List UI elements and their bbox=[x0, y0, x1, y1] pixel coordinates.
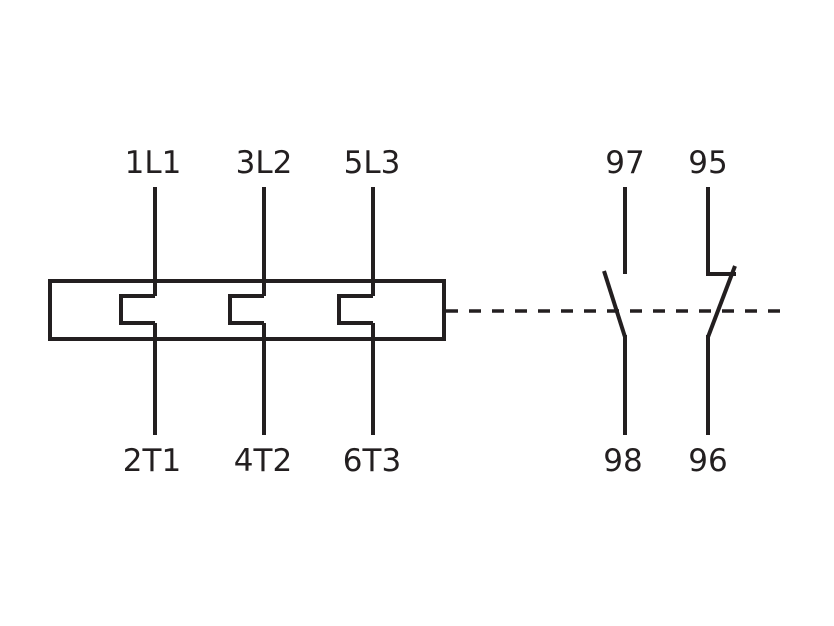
nc-contact-blade bbox=[706, 265, 737, 338]
pole-3-thermal-element bbox=[337, 294, 373, 325]
terminal-label-6T3: 6T3 bbox=[343, 443, 401, 479]
pole-2-thermal-element bbox=[228, 294, 264, 325]
pole-1-thermal-element bbox=[119, 294, 155, 325]
terminal-label-5L3: 5L3 bbox=[344, 145, 401, 181]
terminal-label-1L1: 1L1 bbox=[125, 145, 182, 181]
pole-3 bbox=[337, 187, 375, 435]
terminal-label-97: 97 bbox=[605, 145, 644, 181]
terminal-label-4T2: 4T2 bbox=[234, 443, 292, 479]
pole-1 bbox=[119, 187, 157, 435]
relay-body bbox=[48, 279, 446, 341]
no-contact-blade bbox=[602, 270, 627, 338]
terminal-label-3L2: 3L2 bbox=[236, 145, 293, 181]
terminal-label-98: 98 bbox=[603, 443, 642, 479]
terminal-label-95: 95 bbox=[688, 145, 727, 181]
nc-contact-95-96 bbox=[706, 187, 737, 435]
no-contact-97-98 bbox=[602, 187, 627, 435]
terminal-label-2T1: 2T1 bbox=[123, 443, 181, 479]
pole-2 bbox=[228, 187, 266, 435]
terminal-label-96: 96 bbox=[688, 443, 727, 479]
